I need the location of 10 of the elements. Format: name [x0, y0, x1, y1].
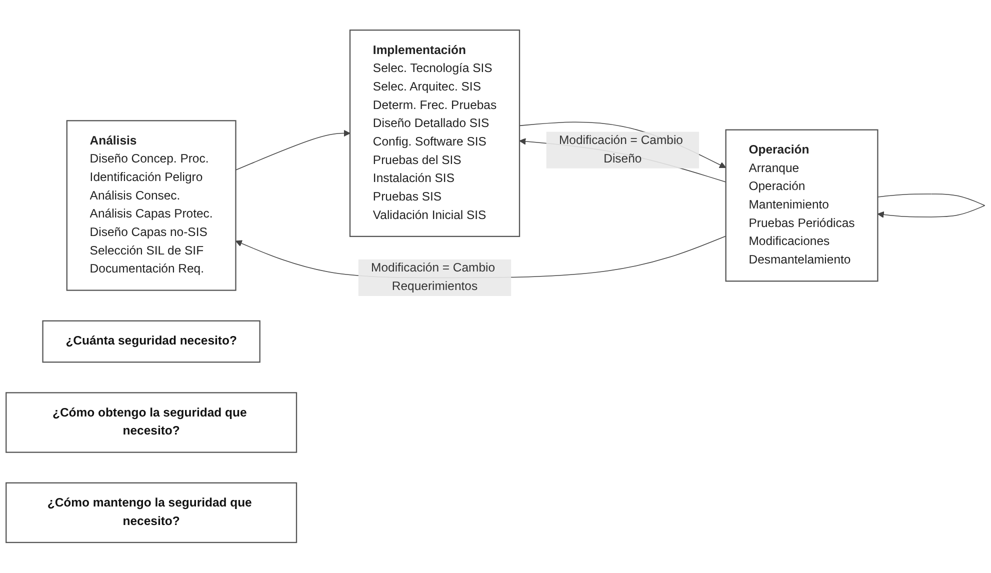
- edge-label: Modificación = Cambio Diseño: [558, 134, 683, 166]
- arrow: [877, 194, 986, 218]
- node-box: ¿Cómo obtengo la seguridad que necesito?: [6, 392, 298, 454]
- edge-label: Modificación = Cambio Requerimientos: [371, 262, 496, 294]
- node-box: Análisis Diseño Concep. Proc. Identificación Peligro Análisis Consec. Análisis Capas Protec. Diseño Capas no-SIS Selección SIL de SIF Documentación Req.: [66, 120, 236, 292]
- node-box: ¿Cuánta seguridad necesito?: [42, 320, 260, 363]
- node-box: ¿Cómo mantengo la seguridad que necesito?: [6, 482, 298, 544]
- arrow: [235, 130, 350, 171]
- node-box: Implementación Selec. Tecnología SIS Selec. Arquitec. SIS Determ. Frec. Pruebas Diseño Detallado SIS Config. Software SIS Pruebas del SIS Instalación SIS Pruebas SIS Validación Inicial SIS: [349, 30, 520, 238]
- node-box: Operación Arranque Operación Mantenimiento Pruebas Periódicas Modificaciones Desmantelamiento: [725, 129, 878, 282]
